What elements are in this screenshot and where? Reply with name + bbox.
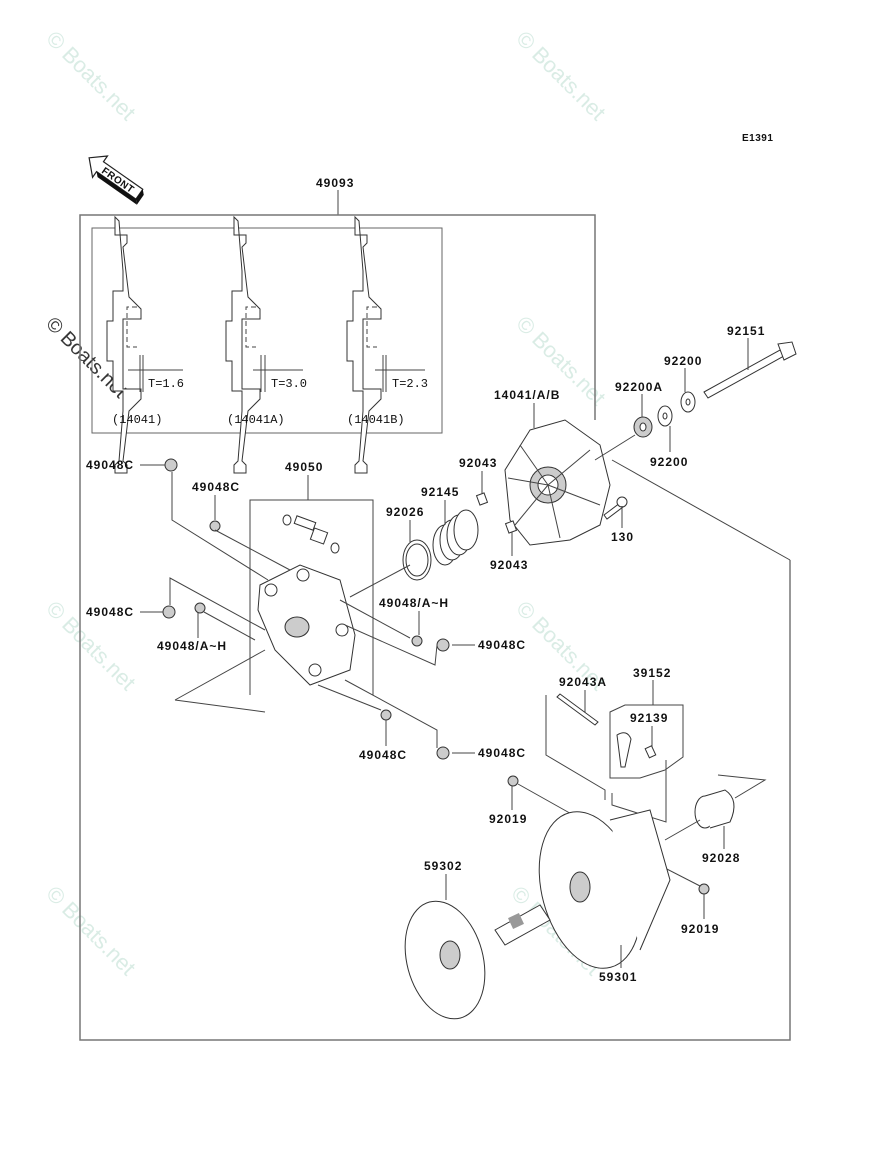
pin-92043 — [504, 520, 518, 534]
part-label-92145: 92145 — [421, 485, 459, 499]
part-label-92043A: 92043A — [559, 675, 607, 689]
variant-part-number: (14041B) — [347, 413, 405, 427]
variant-thickness: T=1.6 — [148, 377, 184, 391]
part-label-92026: 92026 — [386, 505, 424, 519]
diagram-code: E1391 — [742, 133, 773, 144]
assembly-frame — [79, 214, 791, 1041]
variant-part-number: (14041) — [112, 413, 162, 427]
bolt-92151 — [703, 341, 797, 399]
variant-14041-profile — [106, 215, 142, 474]
part-label-49048c: 49048C — [86, 458, 134, 472]
ring-92026 — [402, 539, 432, 581]
part-label-92028: 92028 — [702, 851, 740, 865]
part-label-49048c: 49048C — [86, 605, 134, 619]
shaft-92043a — [556, 693, 599, 726]
nut-92019 — [698, 883, 710, 895]
nut-49048c — [436, 746, 450, 760]
watermark: © Boats.net — [41, 881, 140, 980]
part-label-49048-a-h: 49048/A~H — [379, 596, 449, 610]
variant-thickness: T=3.0 — [271, 377, 307, 391]
part-label-92043: 92043 — [490, 558, 528, 572]
watermark: © Boats.net — [41, 26, 140, 125]
part-label-130: 130 — [611, 530, 634, 544]
part-label-92200: 92200 — [650, 455, 688, 469]
part-label-39152: 39152 — [633, 666, 671, 680]
nut-49048ah — [411, 635, 423, 647]
pin-92043 — [475, 492, 489, 506]
part-label-49048-a-h: 49048/A~H — [157, 639, 227, 653]
part-label-92200A: 92200A — [615, 380, 663, 394]
nut-49048c — [209, 520, 221, 532]
part-label-14041: 14041/A/B — [494, 388, 560, 402]
weight-arm — [616, 732, 657, 768]
part-label-49048c: 49048C — [478, 638, 526, 652]
nut-49048c — [164, 458, 178, 472]
part-label-92139: 92139 — [630, 711, 668, 725]
watermark: © Boats.net — [511, 26, 610, 125]
part-label-59302: 59302 — [424, 859, 462, 873]
variant-thickness: T=2.3 — [392, 377, 428, 391]
part-label-92200: 92200 — [664, 354, 702, 368]
nut-49048c — [162, 605, 176, 619]
part-label-92019: 92019 — [489, 812, 527, 826]
bushing-92028 — [694, 789, 735, 829]
nut-49048c — [436, 638, 450, 652]
fixed-sheave-59302 — [404, 900, 551, 1020]
movable-sheave-59301 — [538, 809, 671, 969]
assembly-label: 49093 — [316, 176, 354, 190]
bolt-130 — [603, 496, 628, 520]
variant-14041A-profile — [225, 215, 261, 474]
part-label-59301: 59301 — [599, 970, 637, 984]
washer-92200 — [657, 405, 673, 427]
washer-92200A — [633, 416, 653, 438]
front-arrow-icon: FRONT — [88, 155, 144, 205]
part-label-92151: 92151 — [727, 324, 765, 338]
nut-49048ah — [194, 602, 206, 614]
variant-14041B-profile — [346, 215, 382, 474]
variant-part-number: (14041A) — [227, 413, 285, 427]
nut-49048c — [380, 709, 392, 721]
part-label-49048c: 49048C — [478, 746, 526, 760]
part-label-49048c: 49048C — [192, 480, 240, 494]
washer-92200 — [680, 391, 696, 413]
part-label-49048c: 49048C — [359, 748, 407, 762]
cover-part — [504, 419, 611, 546]
roller-kit — [282, 514, 340, 554]
spring-92145 — [432, 509, 479, 566]
inset-thickness-variants: T=1.6 T=3.0 T=2.3 (14041) (14041A) (1404… — [91, 215, 443, 474]
part-label-49050: 49050 — [285, 460, 323, 474]
part-label-92043: 92043 — [459, 456, 497, 470]
part-label-92019: 92019 — [681, 922, 719, 936]
spider-49050 — [257, 564, 356, 686]
nut-92019 — [507, 775, 519, 787]
